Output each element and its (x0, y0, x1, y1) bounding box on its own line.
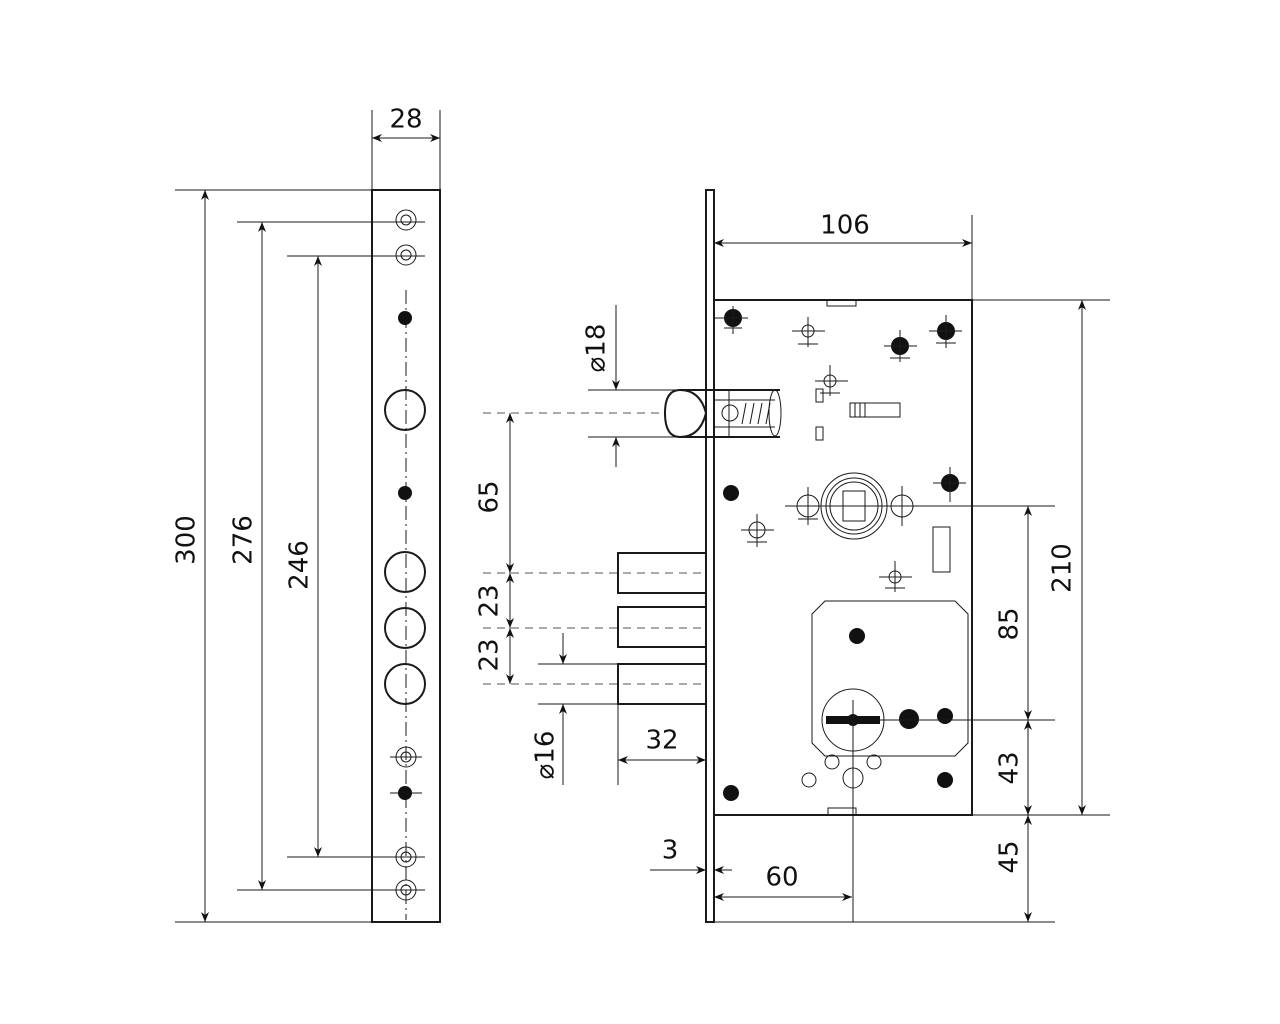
dim-28: 28 (389, 105, 422, 135)
dim-276: 276 (229, 515, 259, 565)
dim-23-a: 23 (475, 584, 505, 617)
dim-60: 60 (765, 863, 798, 893)
dim-106: 106 (820, 211, 870, 241)
dim-300: 300 (172, 515, 202, 565)
dim-3: 3 (662, 836, 679, 866)
dim-d16: ⌀16 (531, 731, 561, 780)
cylinder-plate (811, 600, 969, 757)
dim-210: 210 (1048, 543, 1078, 593)
dim-d18: ⌀18 (582, 324, 612, 373)
dim-45: 45 (995, 840, 1025, 873)
dim-32: 32 (645, 726, 678, 756)
dim-65: 65 (475, 480, 505, 513)
dim-23-b: 23 (475, 638, 505, 671)
dim-246: 246 (285, 540, 315, 590)
dim-43: 43 (995, 751, 1025, 784)
lock-side-view: 106 210 85 43 45 65 23 23 ⌀18 ⌀16 32 3 6… (475, 189, 1110, 923)
dim-85: 85 (995, 607, 1025, 640)
faceplate-front-view: 28 300 276 246 (172, 105, 441, 923)
